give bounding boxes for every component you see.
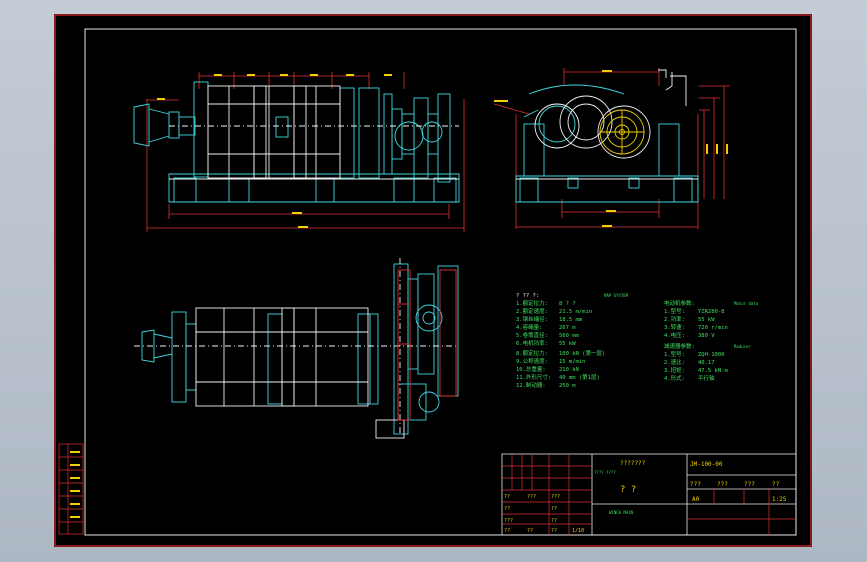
spec-line: 2.额定速度: (516, 307, 548, 315)
title-cell: ?? (551, 528, 557, 534)
spec-value: 560 mm (559, 333, 580, 339)
scale-value: 1:25 (772, 496, 787, 503)
spec-line: 5.卷筒直径: (516, 331, 548, 339)
spec-value-b: 100 kN (第一层) (559, 349, 605, 357)
title-cell: ??? (551, 494, 560, 500)
revision-strip (58, 443, 84, 535)
title-cell: ?? (551, 506, 557, 512)
gear-value: ZQH-1000 (698, 352, 725, 358)
reducer-spec: 减速器参数: Reducer 1.型号: 2.速比: 3.扭矩: 4.形式: Z… (664, 342, 751, 382)
spec-line: 1.额定拉力: (516, 299, 548, 307)
drawing-number: JM-100-00 (690, 461, 723, 468)
sheet-size: A0 (692, 496, 700, 503)
drawing-name-en: WINCH MAIN (609, 510, 634, 515)
spec-lines: 1.额定拉力: 2.额定速度: 3.钢丝绳径: 4.容绳量: 5.卷筒直径: 6… (516, 299, 605, 389)
title-cell: ?? (527, 528, 533, 534)
company-subtitle: ???? ???? (594, 470, 616, 475)
drawing-name: ? ? (620, 485, 636, 495)
spec-value: 55 kW (559, 341, 576, 347)
spec-value-b: 250 m (559, 383, 576, 389)
spec-heading: ? ?? ?: (516, 293, 539, 299)
spec-value-b: 210 kN (559, 367, 579, 373)
spec-value: 8 ? ? (559, 301, 576, 307)
motor-line: 4.电压: (664, 331, 685, 339)
weight-label: ??? (717, 481, 728, 488)
motor-spec: 电动机参数: Motor data 1.型号: 2.功率: 3.转速: 4.电压… (664, 299, 759, 339)
gear-line: 2.速比: (664, 358, 685, 366)
motor-value: 380 V (698, 333, 715, 339)
title-cell: ?? (504, 506, 510, 512)
spec-value: 21.5 m/min (559, 309, 592, 315)
outer-frame (54, 14, 812, 547)
motor-value: 720 r/min (698, 325, 728, 331)
spec-value-b: 40 mm (第1层) (559, 373, 600, 381)
title-left-cells: ?? ??? ??? ?? ?? ??? ?? ?? ?? ?? 1/10 (504, 494, 584, 534)
winch-drum (169, 85, 459, 180)
spec-value-b: 15 m/min (559, 359, 586, 365)
spec-line: 6.电机功率: (516, 339, 548, 347)
spec-value: 18.5 mm (559, 317, 583, 323)
plan-view (134, 258, 459, 439)
title-cell: ?? (551, 518, 557, 524)
spec-line-b: 11.外形尺寸: (516, 373, 551, 381)
gear-value: 47.5 kN·m (698, 368, 728, 374)
company-name: ??????? (620, 460, 646, 467)
gear-line: 4.形式: (664, 374, 685, 382)
ratio-label: ??? (744, 481, 755, 488)
title-cell: ??? (504, 518, 513, 524)
inner-frame (84, 28, 797, 536)
spec-line-b: 10.总重量: (516, 365, 546, 373)
spec-line-b: 8.额定拉力: (516, 349, 548, 357)
spec-value: 267 m (559, 325, 576, 331)
title-block-grid (502, 454, 796, 535)
motor-heading-tag: Motor data (734, 301, 759, 306)
sheet-label: ?? (772, 481, 780, 488)
spec-notes: ? ?? ?: MAP SYSTEM 1.额定拉力: 2.额定速度: 3.钢丝绳… (516, 293, 759, 389)
motor-value: 55 kW (698, 317, 715, 323)
spec-heading-right: MAP SYSTEM (604, 293, 629, 298)
gear-heading: 减速器参数: (664, 342, 695, 350)
spec-line-b: 9.公称速度: (516, 357, 548, 365)
spec-line: 4.容绳量: (516, 323, 542, 331)
page-marker: 1/10 (572, 528, 584, 534)
gear-value: 平行轴 (698, 374, 715, 382)
motor-line: 1.型号: (664, 307, 685, 315)
front-view (133, 72, 465, 232)
side-view-gears (516, 69, 698, 180)
spec-line-b: 12.制动器: (516, 381, 546, 389)
cad-viewport[interactable]: ? ?? ?: MAP SYSTEM 1.额定拉力: 2.额定速度: 3.钢丝绳… (54, 14, 812, 547)
motor-line: 2.功率: (664, 315, 685, 323)
gear-line: 3.扭矩: (664, 366, 685, 374)
title-cell: ?? (504, 528, 510, 534)
gear-heading-tag: Reducer (734, 344, 751, 349)
gear-line: 1.型号: (664, 350, 685, 358)
spec-line: 3.钢丝绳径: (516, 315, 548, 323)
cad-drawing-canvas: ? ?? ?: MAP SYSTEM 1.额定拉力: 2.额定速度: 3.钢丝绳… (54, 14, 812, 547)
revision-strip-marks (70, 451, 80, 518)
warping-head-left (133, 103, 150, 147)
gear-value: 40.17 (698, 360, 715, 366)
warping-head-plan (141, 329, 155, 363)
side-view-dimensions (493, 68, 730, 229)
title-block: ??????? ???? ???? JM-100-00 ? ? WINCH MA… (501, 453, 797, 536)
motor-heading: 电动机参数: (664, 299, 695, 307)
scale-label: ??? (690, 481, 701, 488)
motor-line: 3.转速: (664, 323, 685, 331)
motor-value: YZR280-8 (698, 309, 725, 315)
title-cell: ?? (504, 494, 510, 500)
side-view (493, 68, 730, 229)
title-cell: ??? (527, 494, 536, 500)
side-view-drum-flange (599, 109, 645, 155)
